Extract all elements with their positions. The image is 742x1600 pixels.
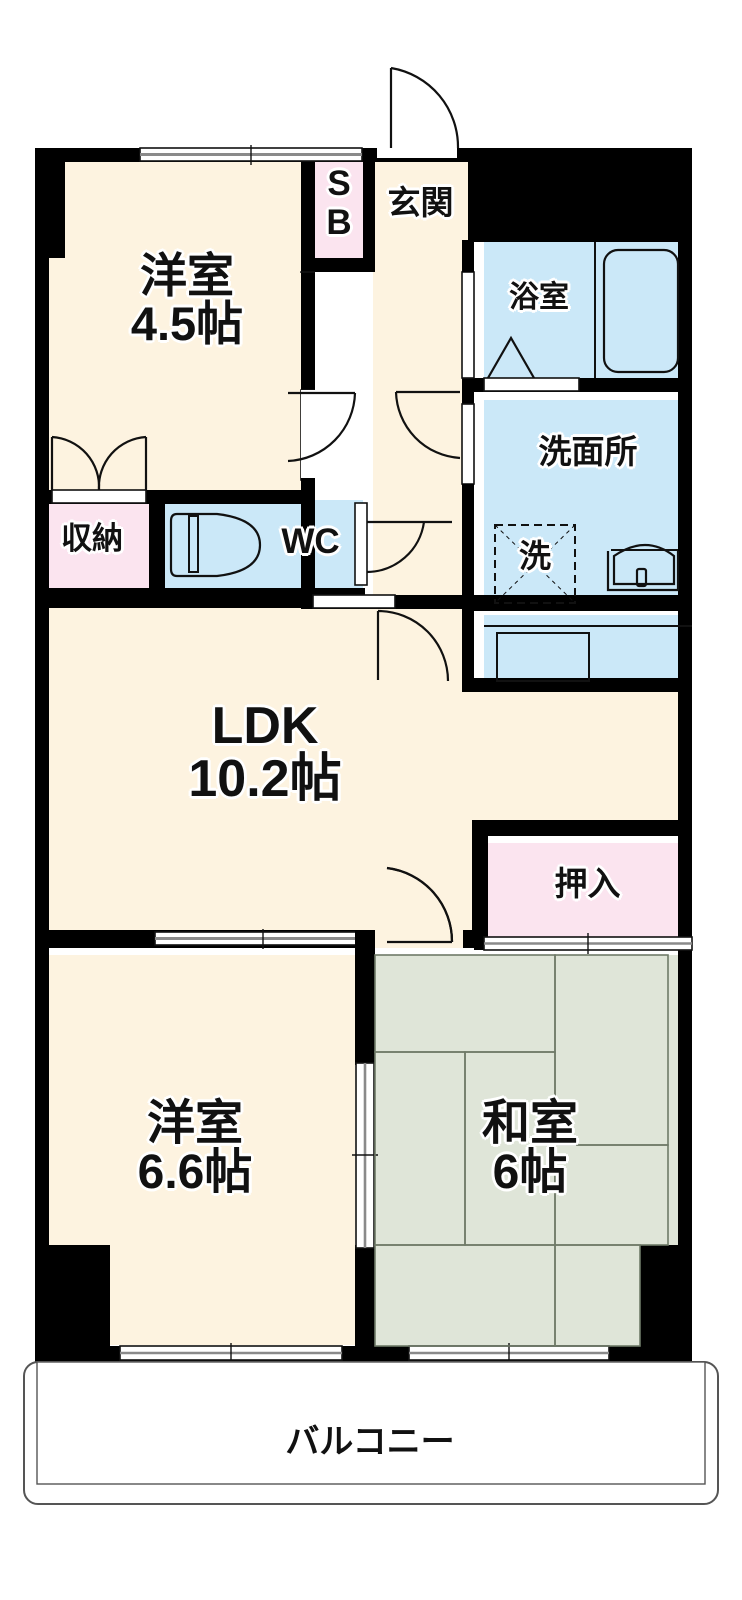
window-western45-north	[139, 145, 363, 165]
sill-hall-ldk	[312, 594, 396, 609]
washing-machine-pan	[494, 524, 576, 604]
windows	[51, 145, 693, 1364]
wall-storage-east	[149, 497, 165, 593]
wall-oshiire-west	[472, 820, 488, 945]
wall-north-right	[468, 148, 692, 242]
fill-hallway	[373, 260, 468, 605]
fill-western-room-45	[62, 160, 315, 490]
wall-sb-left	[301, 160, 315, 270]
wall-wc-south	[35, 588, 365, 608]
wall-mid-partition-top	[355, 945, 375, 1065]
wall-hall-west-upper	[301, 272, 315, 390]
wall-washroom-south	[462, 595, 692, 611]
wall-oshiire-north	[472, 820, 692, 836]
wall-west-lower-block	[35, 1245, 110, 1360]
fill-washroom	[484, 400, 692, 595]
sill-storage	[51, 489, 147, 504]
fill-bathroom	[484, 240, 692, 380]
wall-east-1	[678, 148, 692, 693]
wall-stub-c	[462, 240, 474, 272]
wall-touchups	[301, 240, 474, 948]
door-washroom-west	[461, 403, 475, 485]
wall-west-1	[35, 255, 49, 500]
wall-stub-d	[355, 930, 375, 948]
door-wc-east	[354, 502, 368, 586]
fill-ldk	[35, 608, 472, 938]
doors-oshiire	[483, 933, 693, 954]
wall-sb-bottom	[301, 258, 375, 272]
window-western66-north	[154, 929, 371, 949]
fusuma-western66-to-washitsu	[352, 1062, 378, 1249]
wall-sb-right	[363, 148, 375, 270]
toilet-bowl	[169, 512, 262, 578]
bathroom-drain-icon	[487, 335, 535, 379]
tatami-mats	[374, 954, 669, 1347]
fixtures	[169, 242, 692, 682]
window-bathroom-south	[483, 377, 580, 392]
wall-west-2	[35, 500, 49, 945]
vanity-sink	[606, 544, 680, 592]
fill-ldk-right	[472, 690, 692, 820]
fill-oshiire	[484, 843, 692, 938]
door-western45-to-hall	[287, 390, 357, 478]
balcony	[23, 1361, 719, 1505]
door-hall-east-upper	[461, 271, 475, 379]
door-swings	[50, 66, 463, 948]
fill-entrance	[373, 160, 468, 260]
wall-east-lower-block	[640, 1245, 692, 1360]
door-hall-to-ldk-lower	[376, 609, 450, 682]
wall-hall-west-lower	[301, 478, 315, 608]
fill-storage	[35, 500, 153, 590]
wall-stub-b	[462, 484, 474, 595]
kitchen-counter	[484, 625, 692, 682]
wall-mid-partition-bottom	[355, 1245, 375, 1350]
storage-double-door	[50, 435, 148, 491]
bathtub	[594, 242, 680, 378]
entrance-front-door	[377, 66, 460, 158]
wall-stub-a	[301, 478, 315, 504]
wall-west-upper-block	[35, 148, 65, 258]
door-ldk-to-western66	[375, 866, 463, 948]
door-hall-upper-swing	[394, 390, 461, 460]
tatami-7	[554, 1244, 641, 1347]
window-western66-south	[119, 1343, 343, 1364]
wall-west-3	[35, 945, 49, 1245]
wall-east-2	[678, 690, 692, 1250]
door-hall-to-wc	[366, 520, 452, 574]
fill-shoe-box	[315, 160, 363, 260]
fill-japanese-room-ext	[368, 955, 692, 1245]
wall-stub-e	[462, 608, 474, 680]
